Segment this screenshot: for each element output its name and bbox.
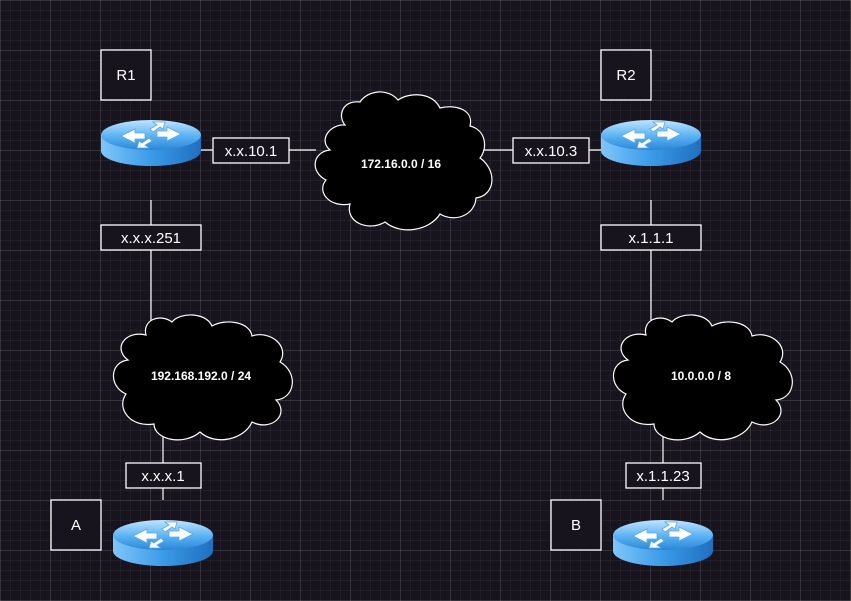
network-label-right: 10.0.0.0 / 8 xyxy=(671,369,731,383)
interface-label-r1-left: x.x.x.251 xyxy=(100,224,202,251)
interface-label-r1-core: x.x.10.1 xyxy=(212,137,290,164)
interface-label-b-right: x.1.1.23 xyxy=(625,462,702,489)
network-label-left: 192.168.192.0 / 24 xyxy=(151,369,251,383)
router-icon xyxy=(112,519,214,567)
device-label-r1: R1 xyxy=(100,49,152,101)
device-label-r2: R2 xyxy=(600,49,652,101)
svg-text:x.1.1.1: x.1.1.1 xyxy=(628,230,673,247)
svg-text:x.x.x.251: x.x.x.251 xyxy=(121,230,181,247)
svg-text:x.x.x.1: x.x.x.1 xyxy=(141,468,184,485)
svg-text:x.x.10.3: x.x.10.3 xyxy=(525,143,578,160)
interface-label-r2-core: x.x.10.3 xyxy=(512,137,590,164)
network-cloud-right: 10.0.0.0 / 8 xyxy=(612,314,793,441)
network-cloud-core: 172.16.0.0 / 16 xyxy=(314,91,493,231)
network-label-core: 172.16.0.0 / 16 xyxy=(361,157,441,171)
device-label-a: A xyxy=(50,499,102,551)
router-icon xyxy=(612,519,714,567)
router-a[interactable] xyxy=(112,519,214,567)
svg-text:x.x.10.1: x.x.10.1 xyxy=(225,143,278,160)
router-r1[interactable] xyxy=(100,119,202,167)
router-icon xyxy=(600,119,702,167)
svg-text:R2: R2 xyxy=(616,67,635,84)
svg-text:R1: R1 xyxy=(116,67,135,84)
svg-text:B: B xyxy=(571,517,581,534)
device-label-b: B xyxy=(550,499,602,551)
svg-text:A: A xyxy=(71,517,81,534)
interface-label-r2-right: x.1.1.1 xyxy=(600,224,702,251)
router-icon xyxy=(100,119,202,167)
interface-label-a-left: x.x.x.1 xyxy=(125,462,202,489)
router-r2[interactable] xyxy=(600,119,702,167)
network-cloud-left: 192.168.192.0 / 24 xyxy=(112,314,293,441)
router-b[interactable] xyxy=(612,519,714,567)
svg-text:x.1.1.23: x.1.1.23 xyxy=(636,468,689,485)
